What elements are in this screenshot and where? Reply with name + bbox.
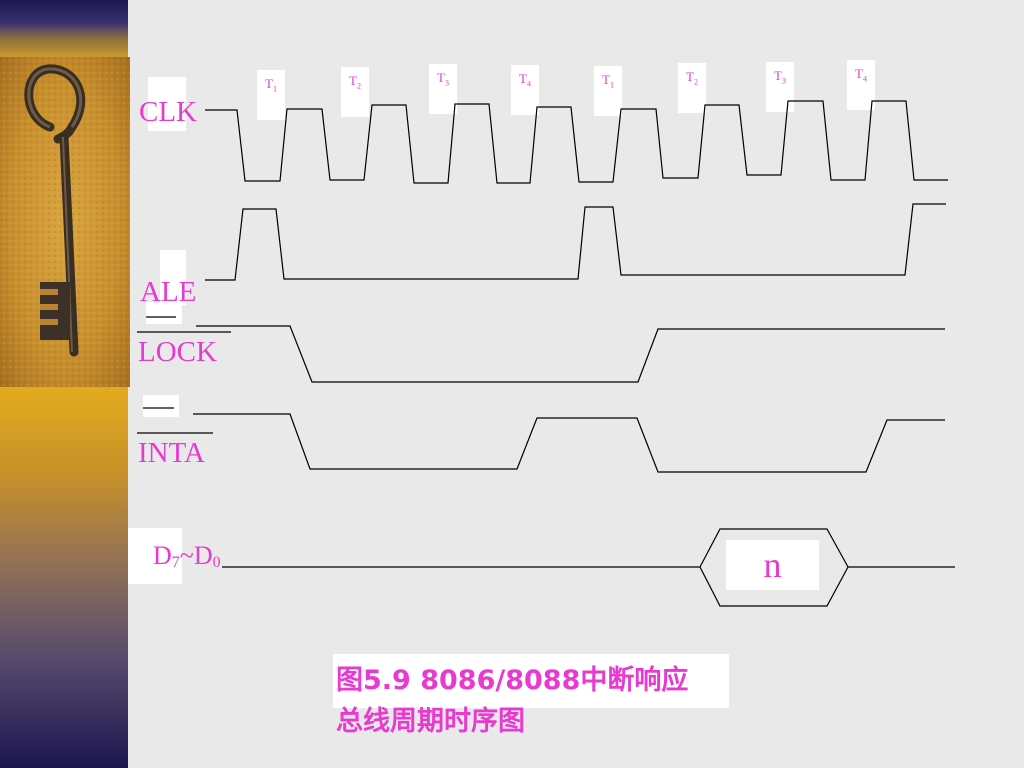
ale-waveform [205, 203, 946, 281]
inta-bar-box [143, 395, 179, 417]
inta-label: INTA [138, 437, 205, 469]
t-state-label: T1 [257, 70, 285, 120]
t-state-label: T1 [594, 66, 622, 116]
ale-label: ALE [140, 276, 197, 308]
caption-box [333, 654, 729, 708]
ale-label-box [160, 250, 186, 305]
inta-waveform [193, 413, 945, 473]
clk-waveform [205, 100, 948, 184]
lock-bar-box [146, 302, 182, 324]
interrupt-type-value: n [726, 540, 819, 590]
old-key-icon [0, 57, 130, 387]
t-state-label: T2 [678, 63, 706, 113]
caption-line-2: 总线周期时序图 [336, 706, 525, 737]
clk-label: CLK [139, 96, 197, 128]
t-state-label: T4 [511, 65, 539, 115]
t-state-label: T3 [766, 62, 794, 112]
lock-label: LOCK [138, 336, 217, 368]
data-valid-window [699, 528, 849, 607]
t-state-label: T2 [341, 67, 369, 117]
data-bus-label-box [128, 528, 182, 584]
t-state-label: T4 [847, 60, 875, 110]
caption-line-1: 图5.9 8086/8088中断响应 [336, 665, 689, 696]
clk-label-box [148, 77, 186, 131]
lock-waveform [196, 325, 945, 383]
data-bus-label: D7~D0 [153, 541, 221, 571]
t-state-label: T3 [429, 64, 457, 114]
